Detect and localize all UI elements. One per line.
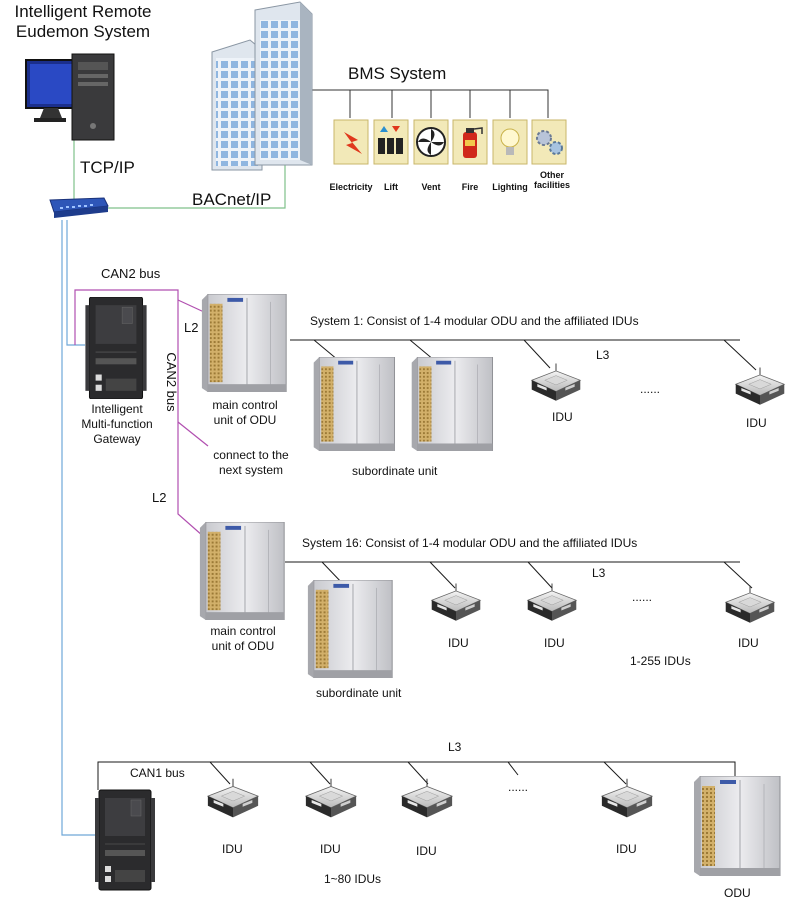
system1-subordinate-label: subordinate unit (352, 464, 438, 478)
system16-idu-label-1: IDU (448, 636, 469, 650)
network-lines (61, 138, 286, 836)
system16-subordinate-label: subordinate unit (316, 686, 402, 700)
next-system-label-line2: next system (218, 463, 284, 477)
system-title-line1: Intelligent Remote (14, 2, 152, 21)
system16-dots: ...... (632, 590, 653, 604)
l2-upper-label: L2 (184, 320, 199, 335)
system16-lines (285, 561, 753, 589)
system1-lines (290, 339, 757, 371)
can1-bus-label: CAN1 bus (130, 766, 185, 780)
system1-l3-label: L3 (596, 348, 610, 362)
facility-label-lighting: Lighting (492, 182, 528, 192)
facility-label-other-line1: Other (539, 170, 564, 180)
gateway-label-line1: Intelligent (91, 402, 143, 416)
fan-icon (413, 119, 449, 165)
system1-dots: ...... (640, 382, 661, 396)
system1-main-odu-label-line1: main control (212, 398, 278, 412)
system16-idu-icon-1 (431, 582, 481, 622)
lift-icon (373, 119, 409, 165)
lightning-icon (333, 119, 369, 165)
system16-l3-label: L3 (592, 566, 606, 580)
bacnet-line (106, 160, 286, 209)
system16-idu-label-2: IDU (544, 636, 565, 650)
can1-idu-label-4: IDU (616, 842, 637, 856)
can1-idu-label-3: IDU (416, 844, 437, 858)
gateway-device-icon (85, 297, 147, 399)
system1-idu-icon-1 (531, 362, 581, 402)
system1-main-odu-label-line2: unit of ODU (213, 413, 277, 427)
system1-idu-label-1: IDU (552, 410, 573, 424)
system1-main-odu-label: main control unit of ODU (190, 398, 300, 428)
facility-label-vent: Vent (421, 182, 441, 192)
facility-label-other-line2: facilities (533, 180, 571, 190)
can1-odu-label: ODU (724, 886, 751, 900)
can1-odu-icon (694, 776, 781, 876)
system16-idu-label-3: IDU (738, 636, 759, 650)
system16-main-odu-label-line1: main control (210, 624, 276, 638)
can2-bus-label: CAN2 bus (101, 266, 161, 281)
can1-idu-icon-4 (601, 778, 653, 818)
gateway-label-line3: Gateway (93, 432, 141, 446)
system16-subordinate-odu-icon (307, 580, 393, 678)
system1-subordinate-odu-icon-2 (411, 357, 494, 451)
facility-label-other: Other facilities (528, 170, 576, 190)
bms-connections (300, 89, 549, 118)
can1-idu-icon-3 (401, 778, 453, 818)
gateway-label: Intelligent Multi-function Gateway (62, 402, 172, 447)
system1-idu-label-2: IDU (746, 416, 767, 430)
next-system-label-line1: connect to the (213, 448, 289, 462)
building-icon (211, 1, 313, 171)
system1-idu-icon-2 (735, 366, 785, 406)
system-title-line2: Eudemon System (15, 22, 151, 41)
can2-bus-lines (74, 289, 209, 537)
gateway-label-line2: Multi-function (81, 417, 153, 431)
can1-idu-count: 1~80 IDUs (324, 872, 382, 886)
bacnet-label: BACnet/IP (192, 190, 272, 209)
system16-title: System 16: Consist of 1-4 modular ODU an… (302, 536, 638, 550)
gateway-device-can1-icon (95, 789, 155, 891)
facility-label-lift: Lift (384, 182, 398, 192)
can1-idu-label-1: IDU (222, 842, 243, 856)
can1-dots: ...... (508, 780, 529, 794)
can1-lines (97, 761, 736, 790)
system16-idu-count: 1-255 IDUs (630, 654, 691, 668)
system16-main-odu-icon (199, 522, 285, 620)
bms-title: BMS System (348, 64, 447, 83)
can1-idu-icon-2 (305, 778, 357, 818)
gears-icon (531, 119, 567, 165)
system-title: Intelligent Remote Eudemon System (8, 2, 158, 42)
can1-idu-label-2: IDU (320, 842, 341, 856)
system16-idu-icon-3 (725, 584, 775, 624)
system16-idu-icon-2 (527, 582, 577, 622)
network-line-can1 (61, 220, 95, 836)
network-line-gateway (66, 220, 85, 346)
tcpip-label: TCP/IP (80, 158, 135, 177)
can1-idu-icon-1 (207, 778, 259, 818)
system1-subordinate-odu-icon-1 (313, 357, 396, 451)
fire-extinguisher-icon (452, 119, 488, 165)
system1-title: System 1: Consist of 1-4 modular ODU and… (310, 314, 639, 328)
facility-label-fire: Fire (461, 182, 479, 192)
can1-l3-label: L3 (448, 740, 462, 754)
system1-main-odu-icon (201, 294, 287, 392)
light-bulb-icon (492, 119, 528, 165)
facility-label-electricity: Electricity (329, 182, 373, 192)
system16-main-odu-label: main control unit of ODU (188, 624, 298, 654)
computer-icon (25, 53, 115, 141)
network-switch-icon (49, 197, 109, 218)
l2-lower-label: L2 (152, 490, 167, 505)
next-system-label: connect to the next system (196, 448, 306, 478)
system16-main-odu-label-line2: unit of ODU (211, 639, 275, 653)
